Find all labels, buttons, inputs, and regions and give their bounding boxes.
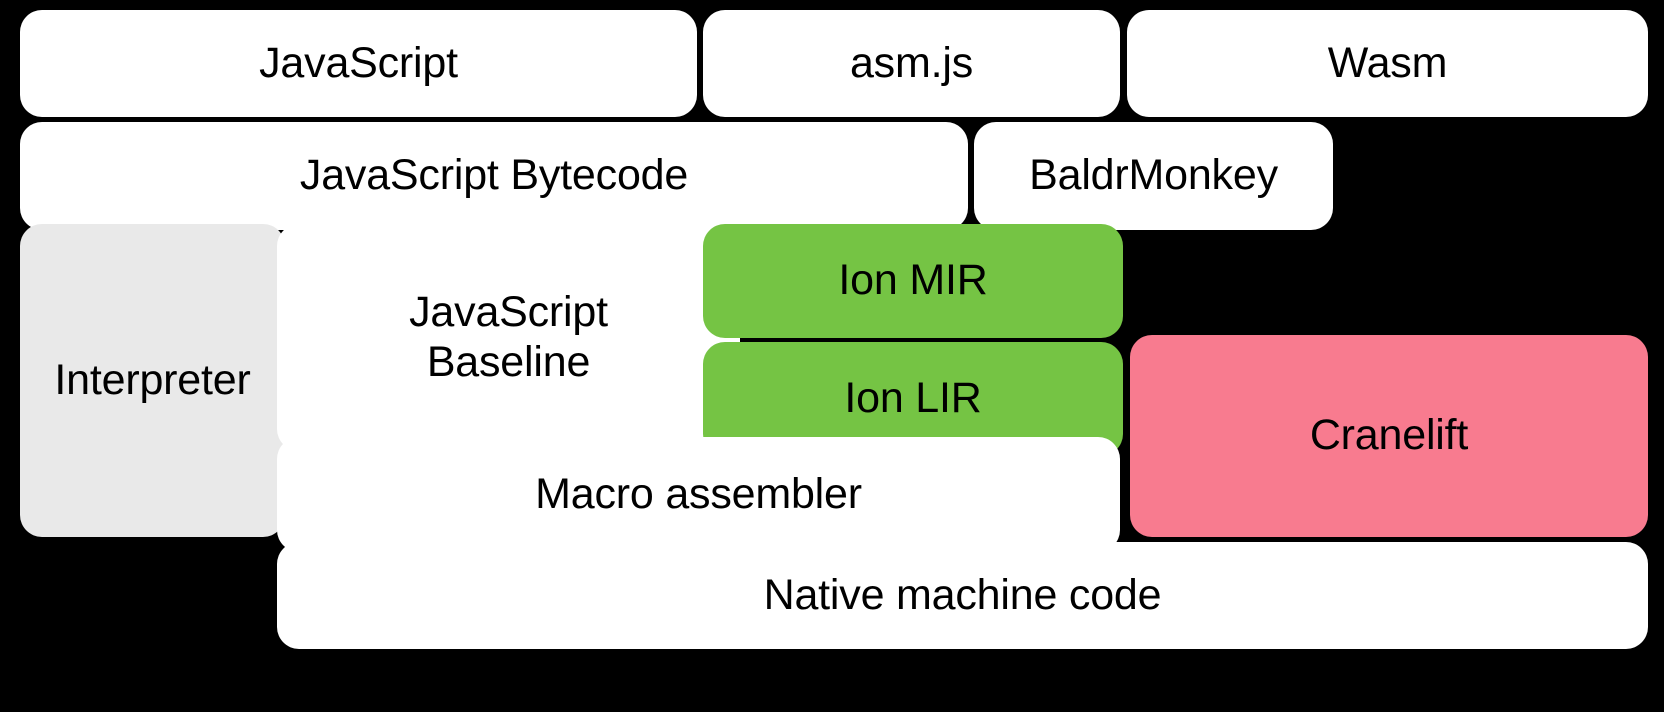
node-ion-mir[interactable]: Ion MIR (703, 224, 1123, 338)
node-javascript-baseline[interactable]: JavaScript Baseline (277, 224, 740, 451)
node-interpreter-label: Interpreter (54, 355, 251, 404)
node-native-machine-code[interactable]: Native machine code (277, 542, 1648, 649)
node-asm-js-label: asm.js (849, 38, 974, 87)
node-javascript-bytecode-label: JavaScript Bytecode (299, 151, 689, 200)
node-ion-mir-label: Ion MIR (838, 256, 988, 305)
node-wasm-label: Wasm (1327, 38, 1448, 87)
node-interpreter[interactable]: Interpreter (20, 224, 285, 537)
node-baldrmonkey-label: BaldrMonkey (1029, 151, 1278, 200)
node-cranelift-label: Cranelift (1309, 411, 1469, 460)
node-asm-js[interactable]: asm.js (703, 10, 1120, 117)
node-javascript-label: JavaScript (259, 38, 458, 87)
node-ion-lir-label: Ion LIR (844, 374, 982, 423)
node-macro-assembler[interactable]: Macro assembler (277, 437, 1120, 552)
node-javascript-bytecode[interactable]: JavaScript Bytecode (20, 122, 968, 230)
node-javascript-baseline-label: JavaScript Baseline (409, 287, 608, 386)
node-javascript[interactable]: JavaScript (20, 10, 697, 117)
node-baldrmonkey[interactable]: BaldrMonkey (974, 122, 1333, 230)
node-macro-assembler-label: Macro assembler (535, 469, 862, 518)
node-native-machine-code-label: Native machine code (763, 570, 1162, 619)
node-cranelift[interactable]: Cranelift (1130, 335, 1648, 537)
node-wasm[interactable]: Wasm (1127, 10, 1648, 117)
